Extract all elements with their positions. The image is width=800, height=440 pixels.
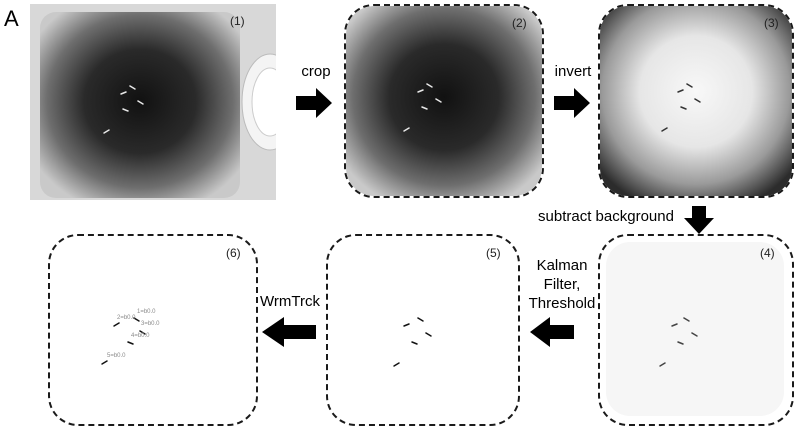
panel-3-inverted: (3) [598,4,794,198]
track-label: 5=b0.0 [107,353,126,359]
step-subtract-label: subtract background [538,208,674,225]
cropped-plate-image [346,6,542,196]
left-arrow-icon [262,317,316,347]
down-arrow-icon [684,206,714,234]
left-arrow-icon [530,317,574,347]
right-arrow-icon [296,88,332,118]
thresholded-plate-image [393,317,432,367]
step-kalman-line-3: Threshold [528,295,596,312]
step-crop-label: crop [301,63,331,80]
track-label: 4=b0.0 [131,333,150,339]
panel-2-number: (2) [512,16,527,30]
track-label: 3=b0.0 [141,321,160,327]
inverted-plate-image [600,6,792,196]
tracked-plate-image [101,317,146,365]
panel-5-thresholded: (5) [326,234,520,426]
panel-1-number: (1) [230,14,245,28]
step-wrmtrck-label: WrmTrck [260,293,320,310]
step-kalman-line-1: Kalman [536,257,588,274]
step-kalman-label: Kalman Filter, Threshold [522,256,602,313]
figure-label: A [4,6,19,31]
panel-3-number: (3) [764,16,779,30]
subtracted-plate-image [606,242,784,416]
panel-2-cropped: (2) [344,4,544,198]
panel-4-background-subtracted: (4) [598,234,794,426]
panel-1-raw-image: (1) [30,4,299,200]
panel-6-number: (6) [226,246,241,260]
step-invert-label: invert [554,63,592,80]
panel-6-tracked: 1=b0.0 2=b0.0 3=b0.0 4=b0.0 5=b0.0 (6) [48,234,258,426]
panel-4-number: (4) [760,246,775,260]
track-label: 2=b0.0 [117,315,136,321]
step-kalman-line-2: Filter, [543,276,581,293]
track-label: 1=b0.0 [137,309,156,315]
raw-plate-image [30,4,299,200]
right-arrow-icon [554,88,590,118]
panel-5-number: (5) [486,246,501,260]
